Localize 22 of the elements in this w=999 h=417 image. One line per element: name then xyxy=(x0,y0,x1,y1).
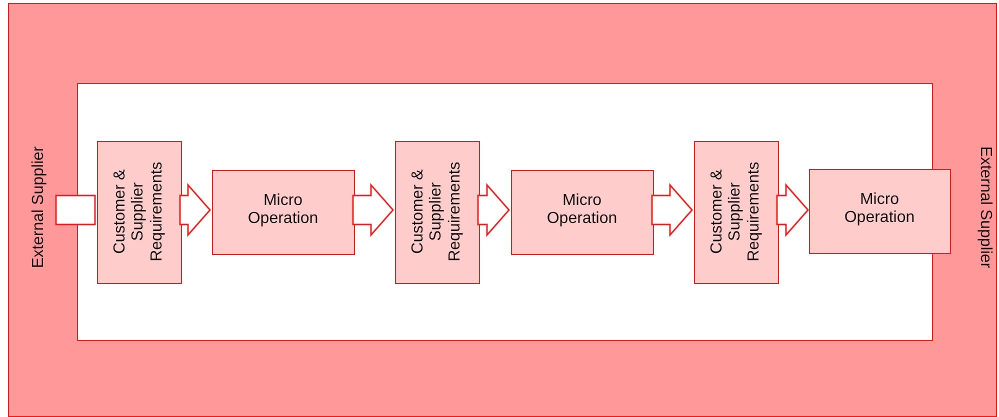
requirements-box xyxy=(694,141,779,284)
side-label: External Supplier xyxy=(976,145,994,270)
operation-box xyxy=(809,169,951,254)
block-arrow xyxy=(477,183,510,237)
requirements-box xyxy=(395,141,480,284)
operation-label: Micro Operation xyxy=(246,192,320,229)
process-frame xyxy=(77,83,933,341)
block-arrow xyxy=(179,183,211,237)
operation-box xyxy=(212,170,355,255)
side-label: External Supplier xyxy=(30,145,48,270)
operation-label: Micro Operation xyxy=(546,192,618,229)
operation-box xyxy=(511,170,654,255)
block-arrow xyxy=(55,194,96,226)
requirements-label: Customer & Supplier Requirements xyxy=(111,160,166,264)
block-arrow xyxy=(352,183,394,237)
block-arrow xyxy=(776,183,809,237)
requirements-label: Customer & Supplier Requirements xyxy=(409,160,464,264)
supplier-band xyxy=(8,3,997,417)
operation-label: Micro Operation xyxy=(843,191,916,228)
requirements-label: Customer & Supplier Requirements xyxy=(708,160,764,264)
block-arrow xyxy=(651,183,693,237)
requirements-box xyxy=(97,141,182,284)
